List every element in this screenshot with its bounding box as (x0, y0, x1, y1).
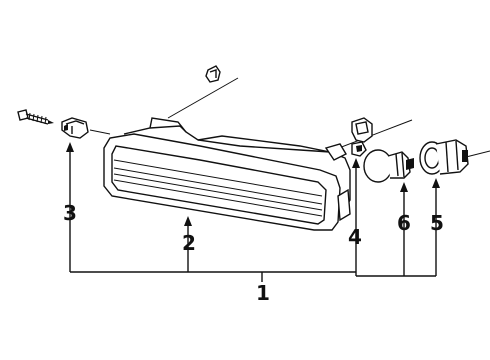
leader-lines (66, 142, 440, 282)
callout-2: 2 (182, 231, 196, 255)
callout-labels: 1 2 3 4 5 6 (63, 201, 444, 305)
callout-3: 3 (63, 201, 77, 225)
lamp-housing-part (103, 117, 351, 231)
callout-6: 6 (397, 211, 411, 235)
nut-clip-part (351, 117, 373, 157)
screw-part (17, 109, 54, 125)
clip-part (61, 117, 89, 139)
callout-4: 4 (348, 225, 362, 249)
callout-1: 1 (256, 281, 270, 305)
socket-part (419, 139, 469, 175)
bulb-part (363, 149, 414, 183)
small-retainer-part (205, 65, 221, 83)
callout-5: 5 (430, 211, 444, 235)
